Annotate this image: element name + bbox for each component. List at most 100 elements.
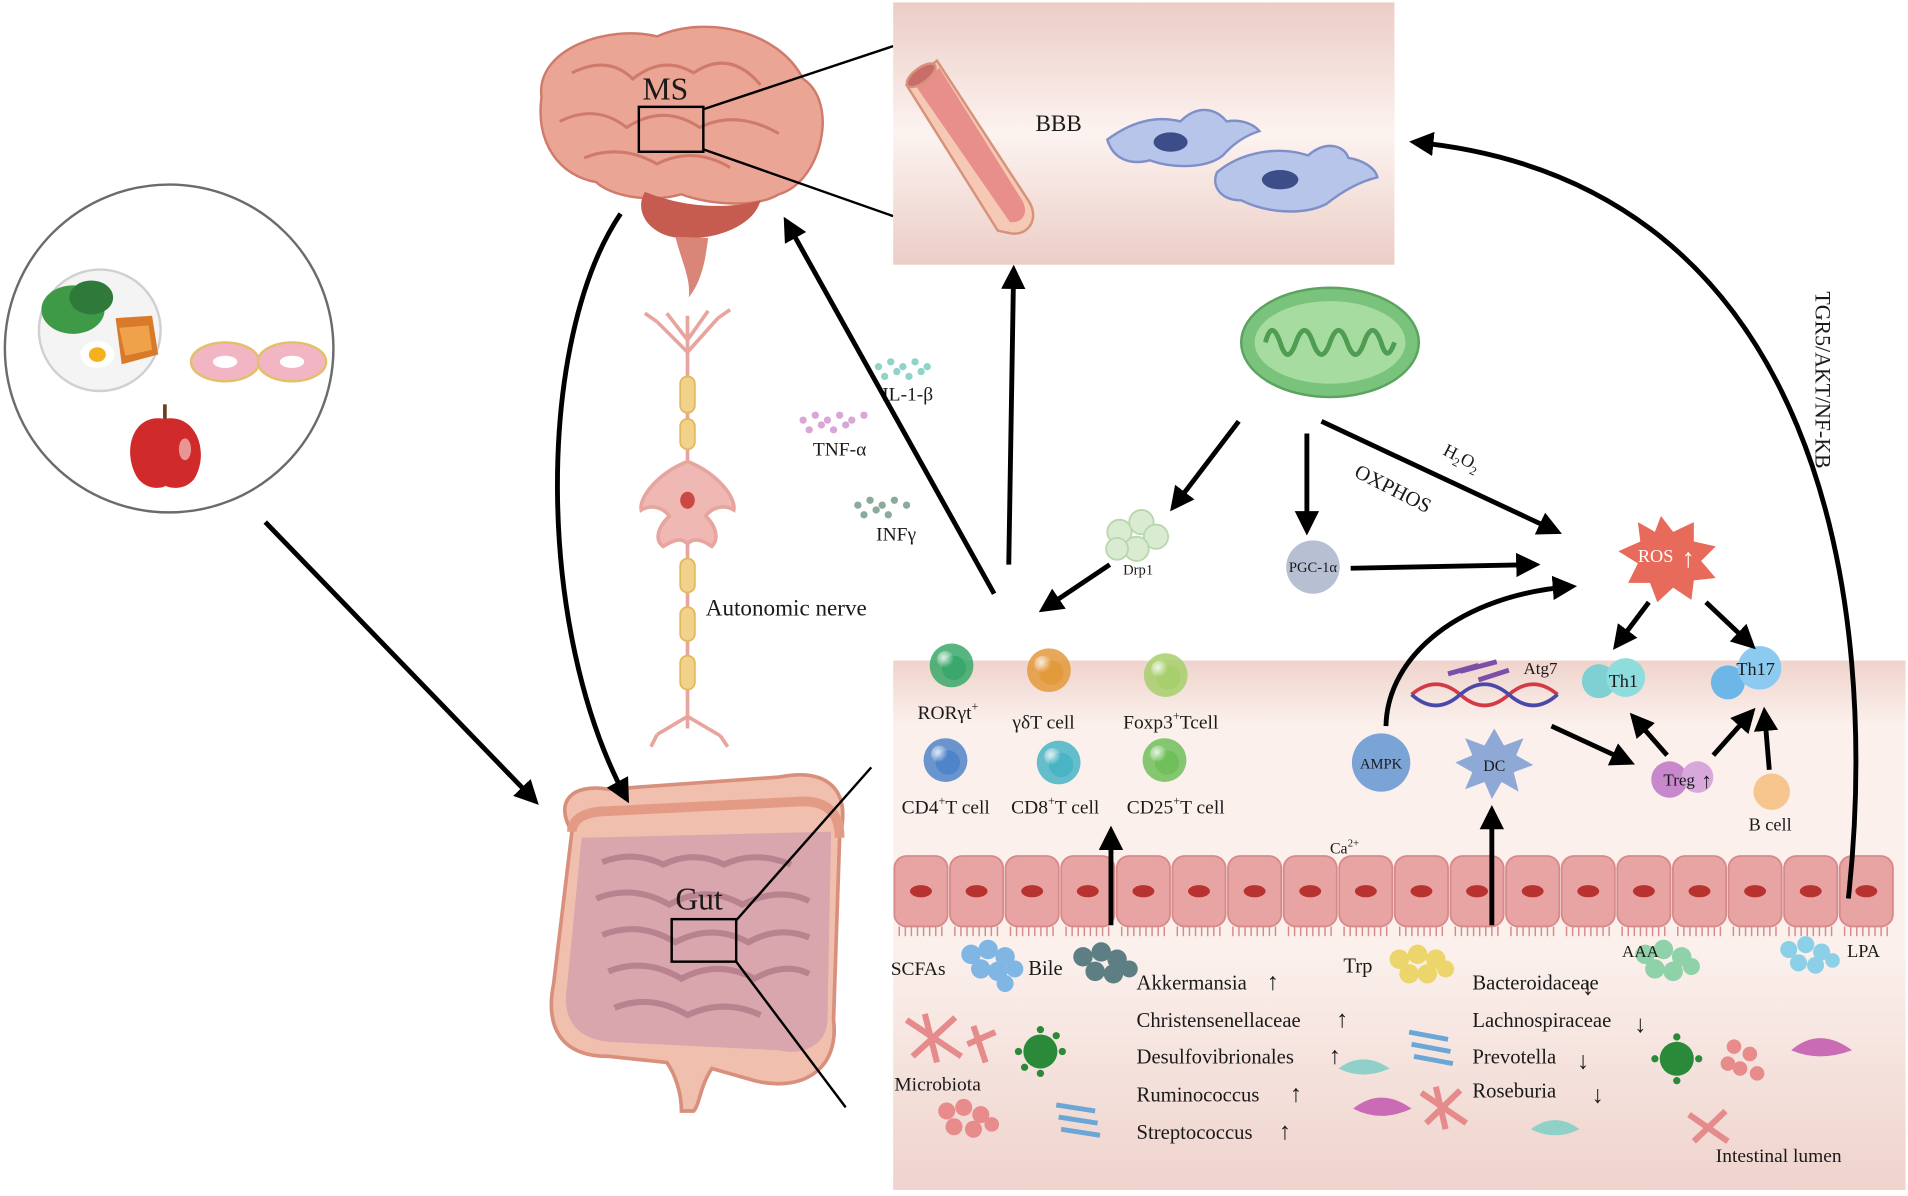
bacteria-down-arrow: ↓: [1582, 973, 1594, 1000]
immune-cell-label: γδT cell: [1011, 713, 1075, 734]
ros-to-th1-arrow: [1613, 600, 1651, 650]
immune-cell-icon: [1142, 738, 1187, 782]
bbb-label: BBB: [1036, 110, 1082, 136]
pgc1a-node: [1286, 540, 1340, 594]
ros-label: ROS: [1638, 546, 1673, 566]
aaa-label: AAA: [1622, 942, 1660, 961]
epithelial-cell: [1449, 855, 1505, 937]
mitochondria-icon: [1239, 286, 1421, 399]
diet-group: [3, 183, 335, 514]
b-cell-label: B cell: [1749, 815, 1792, 835]
treg-cell: [1651, 761, 1714, 798]
ampk-to-ros-arrow: [1383, 575, 1578, 727]
infg-cluster: [854, 496, 911, 519]
immune-cell-label: Foxp3+Tcell: [1123, 709, 1219, 733]
dna-to-treg-arrow: [1550, 723, 1635, 766]
bacteria-up-name: Ruminococcus: [1137, 1084, 1260, 1106]
aaa-cluster: [1635, 939, 1700, 982]
immune-cell-icon: [929, 643, 974, 688]
immune-cell-icon: [923, 738, 968, 782]
blood-vessel-icon: [904, 58, 1035, 235]
bcell-to-th17-arrow: [1753, 706, 1779, 771]
bacteria-up-name: Streptococcus: [1137, 1122, 1253, 1144]
bacteria-down-name: Lachnospiraceae: [1472, 1010, 1611, 1032]
brain-icon: [539, 25, 824, 298]
epithelial-cell: [893, 855, 949, 937]
scfas-label: SCFAs: [891, 959, 946, 980]
gut-zoom-box: [670, 917, 738, 963]
dc-icon: [1455, 728, 1534, 799]
epithelial-cell: [1560, 855, 1616, 937]
gut-icon: [549, 773, 845, 1113]
ms-zoom-line-bottom: [702, 148, 894, 218]
dc-label: DC: [1483, 758, 1505, 775]
ampk-label: AMPK: [1360, 757, 1403, 773]
lpa-cluster: [1780, 936, 1840, 974]
il1b-label: IL-1-β: [882, 385, 933, 406]
immune-cell-label: CD4+T cell: [902, 794, 991, 818]
immune-cell-label: CD8+T cell: [1011, 794, 1100, 818]
arrows: [263, 131, 1859, 926]
epithelial-cell: [1671, 855, 1727, 937]
immune-cell-icon: [1027, 648, 1071, 693]
intestinal-lumen-label: Intestinal lumen: [1716, 1146, 1842, 1167]
th1-label: Th1: [1609, 671, 1638, 691]
bacteria-decreased-list: Bacteroidaceae↓Lachnospiraceae↓Prevotell…: [1472, 973, 1646, 1109]
trp-label: Trp: [1343, 956, 1372, 978]
atg7-label: Atg7: [1523, 659, 1558, 678]
tnfa-cluster: [799, 411, 868, 434]
plate-icon: [37, 268, 162, 393]
drp1-to-immune-arrow: [1038, 562, 1112, 613]
epithelial-cell: [1171, 855, 1227, 937]
donut-icon: [189, 341, 328, 383]
ros-up-arrow: ↑: [1682, 543, 1695, 573]
treg-label: Treg: [1663, 771, 1695, 790]
bacteria-down-name: Bacteroidaceae: [1472, 973, 1598, 995]
epithelial-cell: [1115, 855, 1171, 937]
immune-cell-label: CD25+T cell: [1127, 794, 1225, 818]
bacteria-up-arrow: ↑: [1267, 969, 1279, 996]
diet-to-gut-arrow: [263, 520, 539, 805]
il1b-cluster: [874, 358, 931, 381]
tnfa-label: TNF-α: [813, 439, 866, 460]
autonomic-nerve-label: Autonomic nerve: [706, 595, 867, 621]
epithelial-cell: [1505, 855, 1561, 937]
neuron-icon: [639, 308, 736, 748]
th17-label: Th17: [1736, 659, 1775, 679]
bbb-panel: BBB: [893, 2, 1395, 265]
bile-label: Bile: [1028, 958, 1062, 980]
immune-cell-icon: [1036, 740, 1081, 785]
epithelial-cell: [1004, 855, 1060, 937]
bacteria-down-arrow: ↓: [1592, 1082, 1604, 1109]
immune-cell-icon: [1143, 653, 1188, 697]
apple-icon: [130, 404, 201, 488]
bacteria-down-arrow: ↓: [1634, 1011, 1646, 1038]
gut-to-bbb-arrow: [1001, 264, 1026, 565]
ca-label: Ca2+: [1330, 837, 1359, 857]
treg-to-th17-arrow: [1711, 707, 1756, 757]
bacteria-up-name: Akkermansia: [1137, 973, 1247, 995]
scfas-cluster: [961, 939, 1024, 993]
pgc1a-to-ros-arrow: [1350, 552, 1541, 578]
b-cell-icon: [1753, 773, 1790, 810]
gut-zoom-line-top: [735, 766, 873, 922]
mito-to-ros-arrow: [1320, 419, 1562, 535]
th17-cell: [1710, 645, 1782, 700]
gut-label: Gut: [675, 881, 723, 916]
bacteria-up-arrow: ↑: [1336, 1006, 1348, 1033]
microbiota-icons: [904, 1013, 1853, 1144]
bacteria-up-name: Christensenellaceae: [1137, 1010, 1301, 1032]
bacteria-increased-list: Akkermansia↑Christensenellaceae↑Desulfov…: [1137, 969, 1349, 1145]
lpa-label: LPA: [1847, 941, 1881, 961]
ms-label: MS: [642, 72, 688, 107]
diet-circle: [3, 183, 335, 514]
bacteria-down-arrow: ↓: [1577, 1048, 1589, 1075]
cytokine-to-brain-arrow: [783, 216, 997, 595]
epithelial-cell: [1338, 855, 1394, 937]
trp-cluster: [1389, 944, 1455, 984]
mito-to-drp1-arrow: [1170, 419, 1241, 512]
dna-icon: [1410, 659, 1559, 708]
microbiota-label: Microbiota: [894, 1074, 981, 1095]
